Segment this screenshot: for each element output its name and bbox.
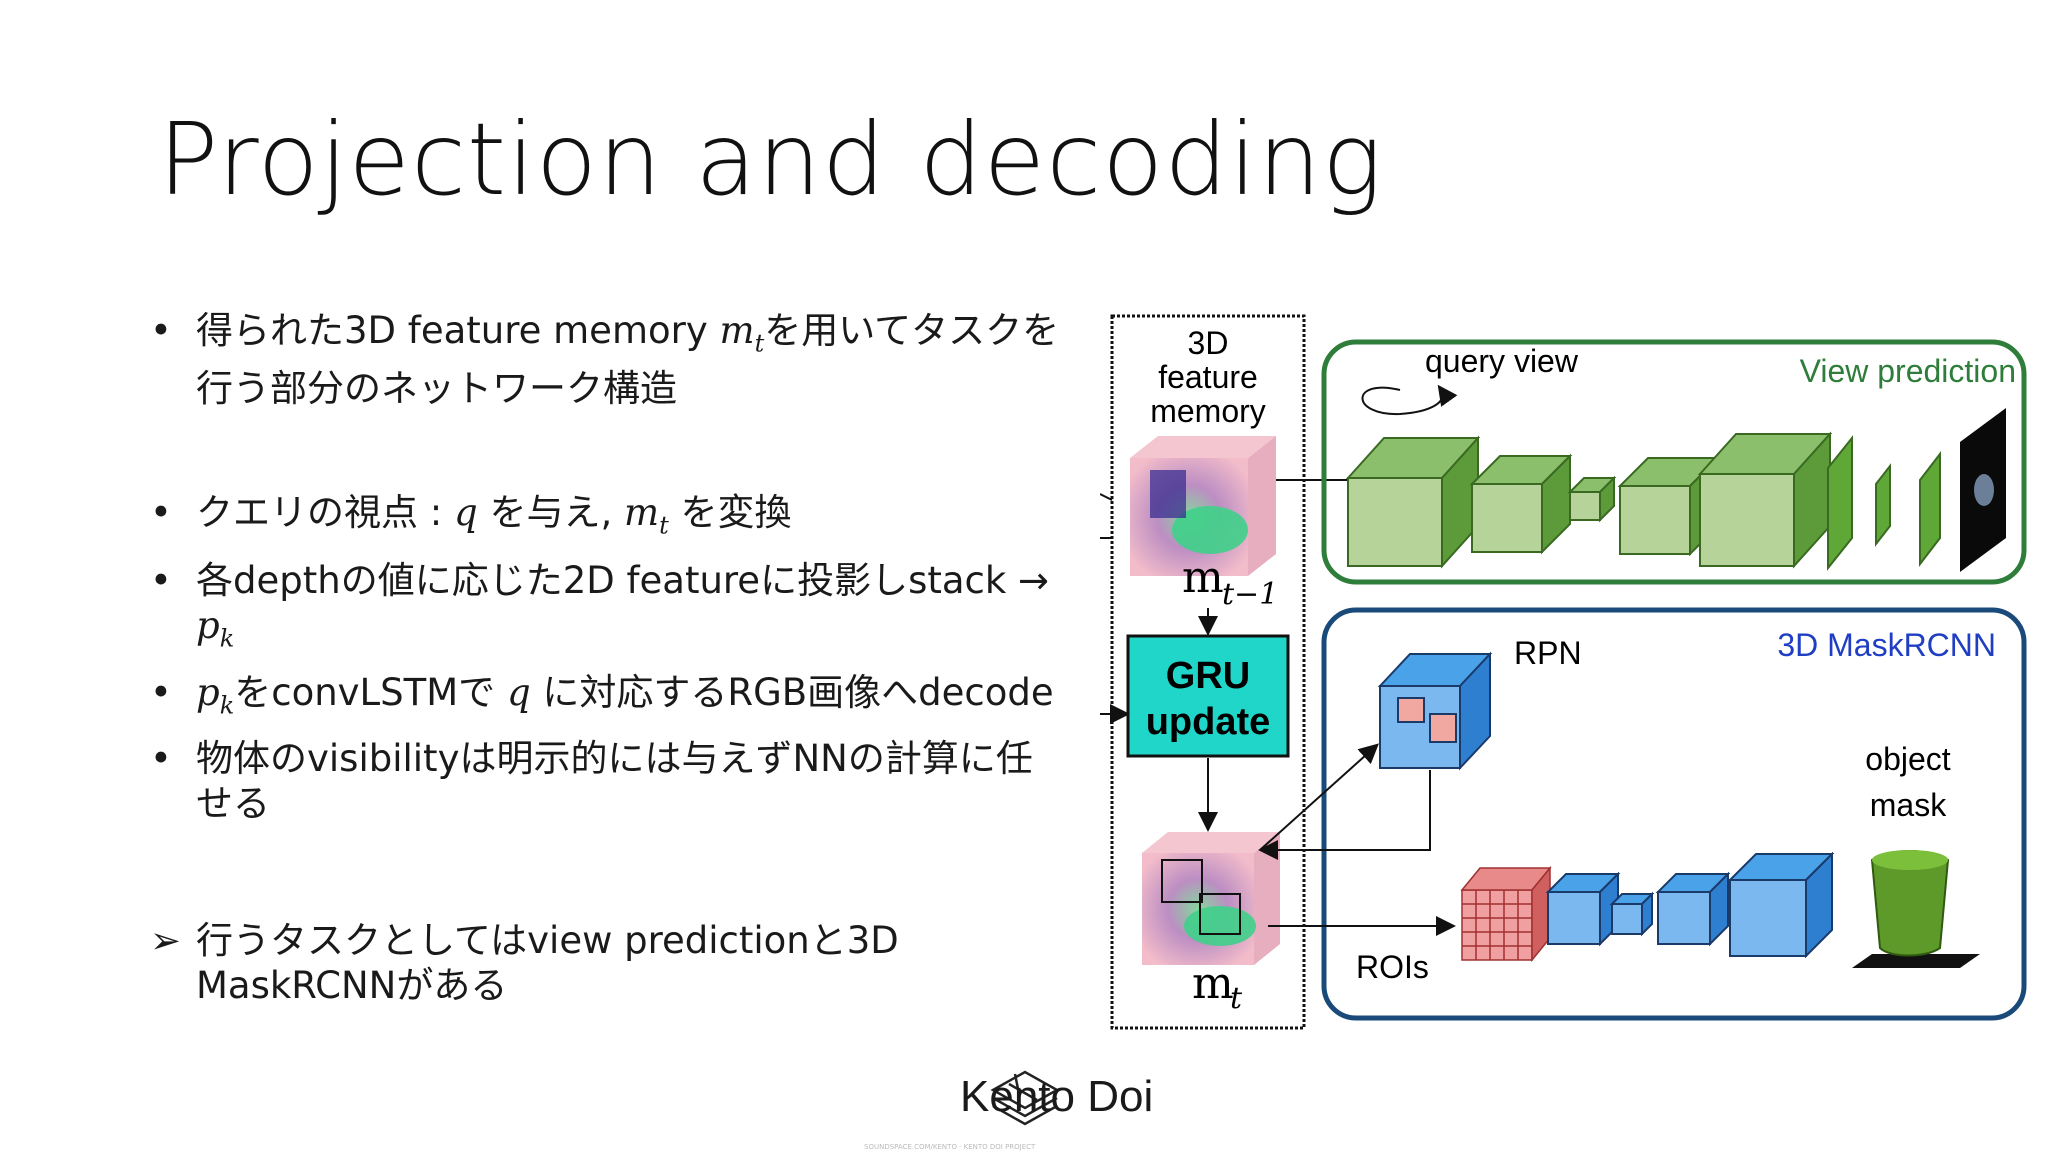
bullet-text: を与え, (477, 491, 624, 534)
decoder-cubes (1345, 431, 1941, 571)
green-cube (1469, 453, 1573, 555)
input-arrow (1100, 493, 1113, 501)
flow-arrow (1259, 743, 1379, 851)
bullet-item: • 物体のvisibilityは明示的には与えずNNの計算に任せる (150, 736, 1070, 826)
math-symbol: q (454, 491, 478, 534)
feature-memory-label: 3D (1188, 325, 1229, 361)
gru-update-box (1126, 634, 1290, 758)
green-cube (1567, 475, 1617, 523)
kento-doi-logo-icon (990, 1070, 1060, 1126)
object-mask-label: object (1865, 741, 1951, 777)
bullet-text: MaskRCNNがある (196, 964, 508, 1007)
query-view-label: query view (1425, 343, 1579, 379)
math-subscript: k (219, 691, 235, 720)
m-label: m (1192, 958, 1234, 1009)
bullet-item: • pkをconvLSTMで q に対応するRGB画像へdecode (150, 670, 1070, 728)
slide-title: Projection and decoding (158, 101, 1384, 218)
view-prediction-panel (1321, 339, 2027, 585)
bullet-text: せる (196, 782, 270, 825)
bullet-text: 行うタスクとしてはview predictionと3D (196, 919, 899, 962)
bullet-marker: ➢ (150, 919, 182, 962)
bullet-text: を用いてタスクを (764, 309, 1060, 352)
bullet-marker: • (150, 491, 172, 534)
bullet-marker: • (150, 671, 172, 714)
mask-head-cubes (1545, 851, 1835, 959)
math-symbol: m (623, 491, 660, 534)
bullet-marker: • (150, 309, 172, 352)
logo-text: Kento Doi (960, 1072, 1154, 1121)
green-cube (1345, 435, 1481, 569)
math-subscript: k (219, 624, 235, 653)
green-layer (1827, 435, 1853, 571)
rotation-icon (1361, 384, 1458, 416)
bullet-text: 物体のvisibilityは明示的には与えずNNの計算に任 (196, 737, 1033, 780)
math-symbol: m (719, 309, 755, 352)
math-symbol: p (196, 671, 220, 714)
architecture-diagram: 3D feature memory m t−1 GRU update m t q… (1100, 314, 2027, 1030)
memory-cube-prev (1130, 436, 1276, 576)
bullet-text: を変換 (668, 491, 792, 534)
view-prediction-title: View prediction (1800, 353, 2016, 389)
flow-arrow (1258, 770, 1431, 860)
green-layer (1919, 451, 1941, 567)
bullet-text: をconvLSTMで (234, 671, 507, 714)
output-image (1960, 408, 2006, 572)
rpn-label: RPN (1514, 635, 1582, 671)
feature-memory-label: memory (1150, 393, 1266, 429)
bullet-item: • 得られた3D feature memory mtを用いてタスクを行う部分のネ… (150, 308, 1070, 411)
blue-cube (1727, 851, 1835, 959)
blue-cube (1655, 871, 1731, 947)
math-symbol: q (506, 671, 531, 714)
math-subscript: t (754, 329, 765, 358)
bullet-marker: • (150, 559, 172, 602)
math-subscript: t (659, 511, 669, 540)
roi-grid-cube (1460, 865, 1552, 963)
memory-column-frame (1110, 314, 1306, 1030)
math-symbol: p (196, 604, 220, 647)
maskrcnn-panel (1321, 607, 2027, 1021)
green-layer (1875, 463, 1891, 547)
blue-cube (1545, 871, 1621, 947)
bullet-text: に対応するRGB画像へdecode (530, 671, 1054, 714)
bullet-text: 行う部分のネットワーク構造 (196, 367, 677, 411)
gru-label: GRU (1166, 655, 1250, 697)
maskrcnn-title: 3D MaskRCNN (1777, 627, 1996, 663)
bullet-text: クエリの視点 : (196, 491, 454, 534)
bullet-text: 各depthの値に応じた2D featureに投影しstack → (196, 559, 1050, 602)
memory-cube-current (1142, 832, 1280, 965)
green-cube (1697, 431, 1833, 569)
bullet-text: 得られた3D feature memory (196, 309, 720, 352)
object-mask-voxels (1852, 850, 1980, 968)
rpn-cube (1377, 651, 1493, 771)
m-prev-label: m (1182, 552, 1224, 603)
blue-cube (1609, 891, 1655, 937)
m-prev-sub: t−1 (1222, 577, 1278, 612)
gru-label: update (1146, 701, 1271, 743)
object-mask-label: mask (1870, 787, 1947, 823)
bullet-item: • クエリの視点 : q を与え, mt を変換 (150, 490, 1070, 548)
m-sub: t (1230, 981, 1243, 1016)
footer-credit: SOUNDSPACE.COM/KENTO · KENTO DOI PROJECT (864, 1143, 1036, 1151)
bullet-marker: • (150, 737, 172, 780)
rois-label: ROIs (1356, 949, 1429, 985)
feature-memory-label: feature (1158, 359, 1258, 395)
bullet-item: • 各depthの値に応じた2D featureに投影しstack →pk (150, 558, 1070, 661)
